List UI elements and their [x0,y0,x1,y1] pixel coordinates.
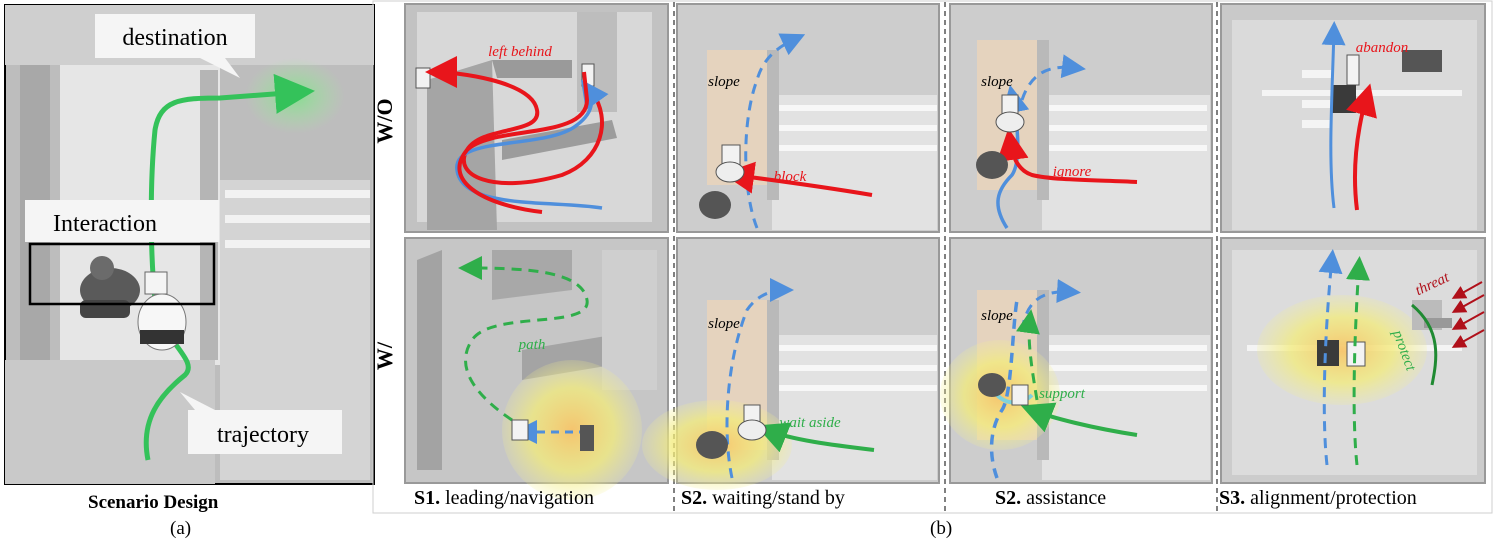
label-slope-1: slope [708,74,740,90]
interaction-box [28,242,216,306]
label-slope-3: slope [708,316,740,332]
label-wait-aside: wait aside [779,415,841,431]
destination-label: destination [122,25,227,51]
cell-s3-protect-without: abandon [1220,3,1486,233]
robot-icon [137,271,187,351]
cell-s3-protect-with: threat protect [1220,237,1486,484]
label-left-behind: left behind [488,44,552,60]
caption-s3: S3. alignment/protection [1219,487,1417,509]
behavior-grid: left behind slope block slope ignore [372,0,1493,514]
interaction-label: Interaction [53,211,157,237]
caption-s2-wait: S2. waiting/stand by [681,487,845,509]
label-slope-4: slope [981,308,1013,324]
wheelchair-user-icon [80,256,140,318]
label-abandon: abandon [1356,40,1409,56]
label-block: block [774,169,807,185]
label-ignore: ignore [1053,164,1092,180]
trajectory-callout [180,392,342,454]
scenario-design-title: Scenario Design [88,492,219,513]
cell-s2-wait-without: slope block [676,3,940,233]
cell-s3-assist-with: slope support [940,237,1213,484]
label-path: path [518,337,546,353]
trajectory-label: trajectory [217,422,309,448]
cell-s1-without: left behind [404,3,669,233]
label-support: support [1039,386,1086,402]
cell-s1-with: path [404,237,669,500]
interaction-callout [25,200,219,242]
panel-a-sublabel: (a) [170,518,192,539]
panel-b-sublabel: (b) [930,518,953,539]
caption-s1: S1. leading/navigation [414,487,594,509]
destination-callout [95,14,255,78]
cell-s2-wait-with: slope wait aside [642,237,940,490]
label-slope-2: slope [981,74,1013,90]
cell-s3-assist-without: slope ignore [949,3,1213,233]
caption-s2-assist: S2. assistance [995,487,1107,509]
scenario-design-image: destination Interaction trajectory [4,4,375,485]
